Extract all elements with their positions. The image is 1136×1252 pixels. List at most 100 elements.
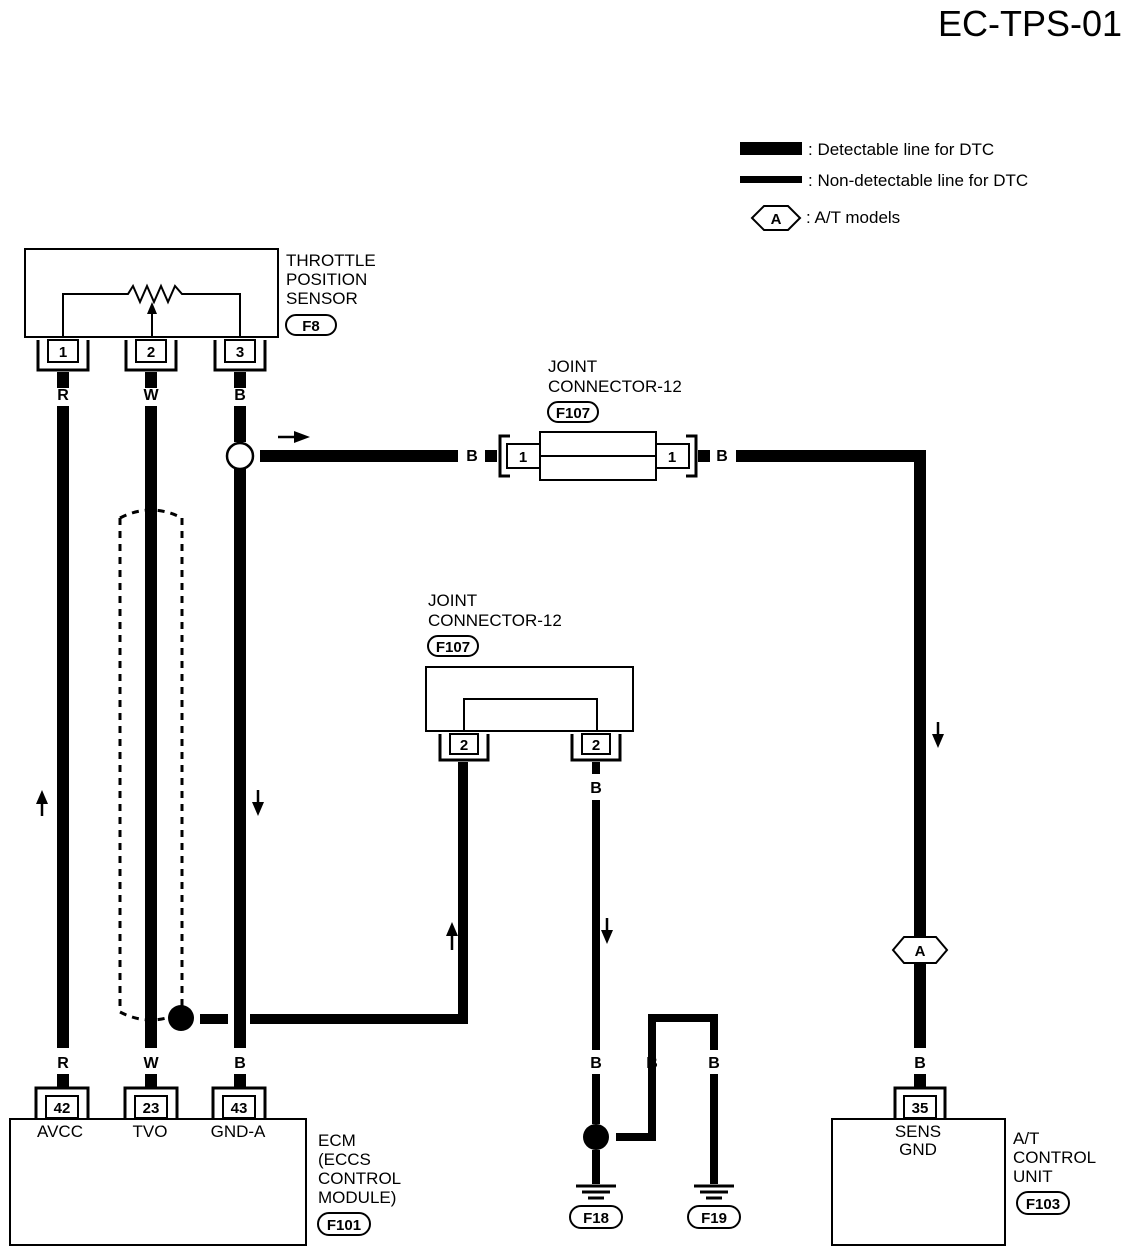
ground-splice-icon (583, 1124, 609, 1150)
tps-label-3: SENSOR (286, 289, 358, 308)
legend-detectable-text: : Detectable line for DTC (808, 140, 994, 159)
ecm-label-1: ECM (318, 1131, 356, 1150)
resistor-icon (62, 283, 241, 337)
ecm-label-2: (ECCS (318, 1150, 371, 1169)
direction-arrow-right-icon (294, 431, 310, 443)
tps-connector-id: F8 (302, 318, 320, 335)
ecm-pin-name-avcc: AVCC (37, 1122, 83, 1141)
direction-arrow-down-b-icon (252, 802, 264, 816)
tps-pin-1: 1 (59, 344, 67, 361)
joint-top-wire-left-label: B (466, 448, 478, 465)
wire-ground-splice-horizontal (250, 1014, 468, 1024)
at-option-hexagon-icon (891, 936, 949, 964)
legend-at-text: : A/T models (806, 208, 900, 227)
at-label-2: CONTROL (1013, 1148, 1096, 1167)
at-label-3: UNIT (1013, 1167, 1053, 1186)
wire-b (234, 469, 246, 1048)
at-option-symbol: A (915, 943, 926, 960)
ground-jumper-right (710, 1014, 718, 1050)
ecm-connector-badge (317, 1212, 371, 1236)
ground-f19-id: F19 (701, 1210, 727, 1227)
wire-joint-mid-right (592, 800, 600, 1050)
ground-f19-badge (687, 1205, 741, 1229)
joint-connector-top: JOINT CONNECTOR-12 F107 1 1 (498, 357, 698, 481)
ecm-pin-name-gnd-a: GND-A (211, 1122, 266, 1141)
legend-non-detectable-text: : Non-detectable line for DTC (808, 171, 1028, 190)
ground-wire-left-label: B (590, 1055, 602, 1072)
wire-label-w-top: W (143, 387, 159, 404)
tps-pin-3: 3 (236, 344, 244, 361)
joint-top-wire-right-label: B (716, 448, 728, 465)
joint-top-label-2: CONNECTOR-12 (548, 377, 682, 396)
wiper-arrow-icon (147, 302, 157, 314)
ground-wire-right-label: B (708, 1055, 720, 1072)
ecm-pin-42: 42 (54, 1100, 71, 1117)
legend: : Detectable line for DTC : Non-detectab… (740, 140, 1028, 231)
ecm-label-3: CONTROL (318, 1169, 401, 1188)
joint-mid-pin-left: 2 (460, 737, 468, 754)
ecm-pin-23: 23 (143, 1100, 160, 1117)
ground-f19-icon (694, 1184, 734, 1200)
ground-jumper-top (648, 1014, 718, 1022)
direction-arrow-up-joint-icon (446, 922, 458, 936)
at-control-unit: SENS GND A/T CONTROL UNIT F103 (831, 1118, 1096, 1246)
ecm-pins: 42 23 43 (34, 1086, 267, 1119)
at-pin-name-1: SENS (895, 1122, 941, 1141)
direction-arrow-down-ground-icon (601, 930, 613, 944)
at-pin-name-2: GND (899, 1140, 937, 1159)
joint-top-pin-right: 1 (668, 449, 676, 466)
wire-b-to-at-horizontal (736, 450, 926, 462)
ground-f18-badge (569, 1205, 623, 1229)
direction-arrow-down-at-icon (932, 734, 944, 748)
joint-mid-connector-id: F107 (436, 639, 470, 656)
joint-top-label-1: JOINT (548, 357, 597, 376)
legend-at-symbol: A (771, 211, 782, 228)
joint-mid-pin-right: 2 (592, 737, 600, 754)
wire-label-w-bottom: W (143, 1055, 159, 1072)
splice-filled-icon (168, 1005, 194, 1031)
at-wire-label: B (914, 1055, 926, 1072)
legend-non-detectable-line (740, 176, 802, 183)
wire-r (57, 406, 69, 1048)
joint-mid-label-1: JOINT (428, 591, 477, 610)
at-box (831, 1118, 1006, 1246)
tps-pin-2: 2 (147, 344, 155, 361)
at-label-1: A/T (1013, 1129, 1039, 1148)
joint-connector-mid: JOINT CONNECTOR-12 F107 2 2 (425, 591, 634, 762)
joint-mid-label-2: CONNECTOR-12 (428, 611, 562, 630)
joint-mid-wire-right-label: B (590, 780, 602, 797)
legend-at-hexagon-icon (750, 205, 802, 231)
wire-label-r-bottom: R (57, 1055, 69, 1072)
throttle-position-sensor: THROTTLE POSITION SENSOR F8 (24, 248, 376, 338)
ecm: AVCC TVO GND-A ECM (ECCS CONTROL MODULE)… (9, 1118, 401, 1246)
joint-top-pin-left: 1 (519, 449, 527, 466)
wire-joint-mid-left (458, 762, 468, 1024)
ecm-label-4: MODULE) (318, 1188, 396, 1207)
ground-wire-mid-label: B (646, 1055, 658, 1072)
wire-w (145, 406, 157, 1048)
legend-detectable-line (740, 142, 802, 155)
ground-f18-icon (576, 1184, 616, 1200)
joint-top-connector-badge (547, 401, 599, 423)
tps-pins: 1 2 3 (36, 339, 267, 372)
at-pin-35: 35 (912, 1100, 929, 1117)
at-connector-badge (1016, 1191, 1070, 1215)
wire-label-b-top: B (234, 387, 246, 404)
splice-open-icon (225, 441, 255, 471)
main-wires (57, 372, 246, 1048)
diagram-id: EC-TPS-01 (938, 3, 1122, 44)
wire-label-b-bottom: B (234, 1055, 246, 1072)
tps-connector-badge (285, 314, 337, 336)
direction-arrow-up-r-icon (36, 790, 48, 804)
ecm-pin-43: 43 (231, 1100, 248, 1117)
joint-top-connector-id: F107 (556, 405, 590, 422)
tps-label-1: THROTTLE (286, 251, 376, 270)
tps-label-2: POSITION (286, 270, 367, 289)
ecm-connector-id: F101 (327, 1217, 361, 1234)
wire-label-r-top: R (57, 387, 69, 404)
wire-b-to-at-vertical (914, 450, 926, 937)
ground-jumper-left (648, 1050, 656, 1141)
at-connector-id: F103 (1026, 1196, 1060, 1213)
ground-f18-id: F18 (583, 1210, 609, 1227)
wire-b-to-joint (260, 450, 458, 462)
